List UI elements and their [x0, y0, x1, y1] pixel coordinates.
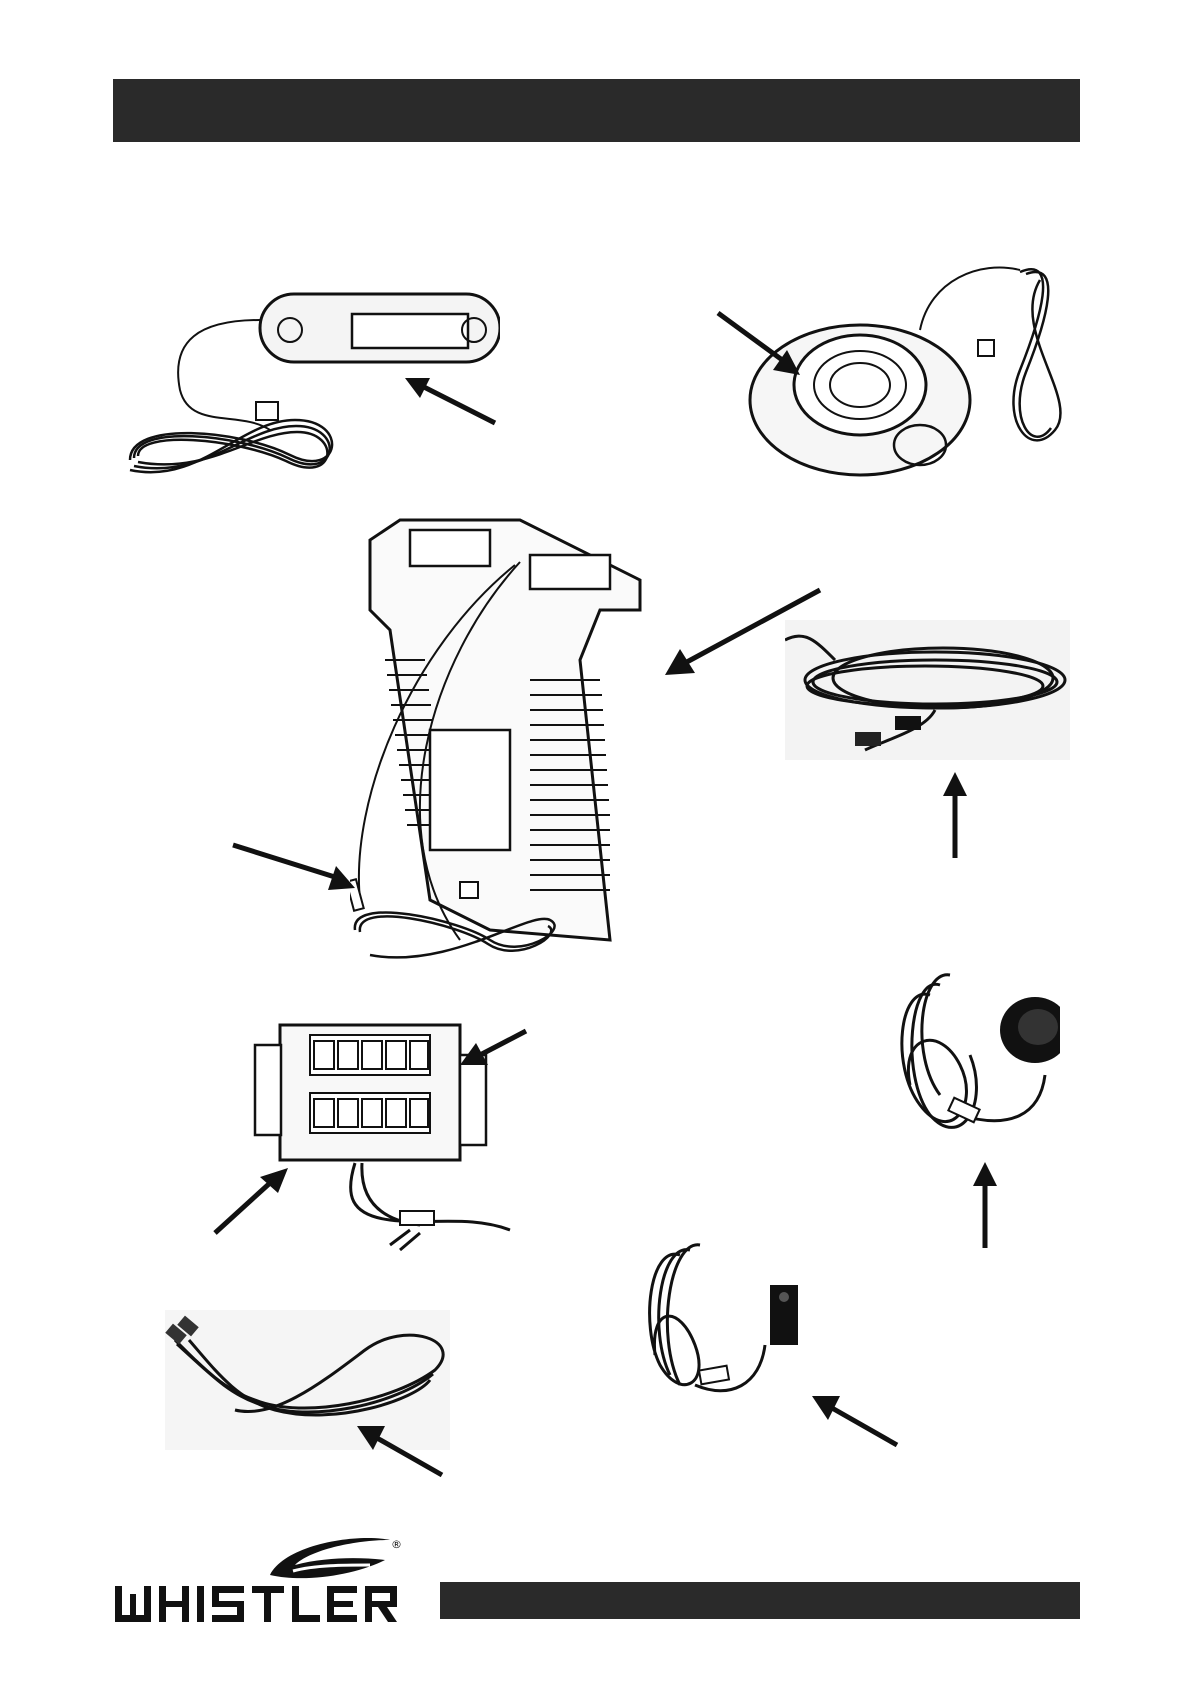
- main-unit-illustration: [350, 500, 690, 980]
- whistler-swoosh-icon: [265, 1535, 395, 1585]
- arrow-icon: [210, 1165, 290, 1240]
- cable-photo: [785, 620, 1070, 760]
- arrow-icon: [940, 770, 970, 860]
- arrow-icon: [230, 840, 360, 895]
- arrow-icon: [355, 1420, 445, 1480]
- module-photo: [640, 1235, 820, 1410]
- header-bar: [113, 79, 1080, 142]
- registered-mark: ®: [391, 1538, 402, 1551]
- arrow-icon: [400, 370, 500, 430]
- sensor-photo: [890, 955, 1060, 1155]
- arrow-icon: [810, 1390, 900, 1450]
- footer-bar: [440, 1582, 1080, 1619]
- arrow-icon: [458, 1025, 528, 1080]
- arrow-icon: [970, 1160, 1000, 1250]
- whistler-wordmark-logo: [115, 1586, 397, 1622]
- arrow-icon: [715, 310, 805, 380]
